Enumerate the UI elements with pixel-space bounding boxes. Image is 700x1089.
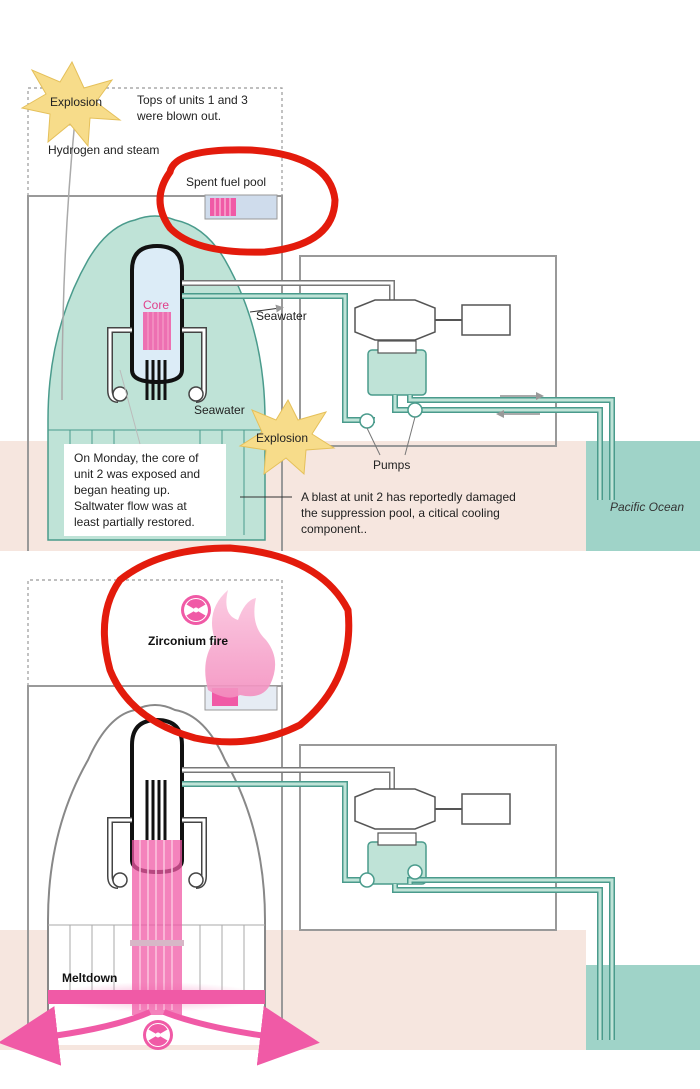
bottom-panel: Zirconium fire Meltdown xyxy=(0,544,700,1066)
annotation-circle-top xyxy=(156,146,339,256)
explosion-star-icon xyxy=(20,60,122,148)
pacific-ocean-label: Pacific Ocean xyxy=(610,500,684,514)
spent-fuel-pool-label: Spent fuel pool xyxy=(186,175,266,189)
core-note-box xyxy=(64,444,226,536)
turbine xyxy=(354,299,436,341)
blast-line-1: A blast at unit 2 has reportedly damaged xyxy=(301,490,516,504)
spent-fuel-rods xyxy=(210,198,236,216)
pump-left xyxy=(359,413,375,429)
top-panel: Core Pumps xyxy=(0,60,700,551)
pacific-ocean-area xyxy=(586,441,700,551)
dashed-roof-outline xyxy=(27,87,283,196)
control-rods-bottom xyxy=(145,780,167,840)
reactor-building-outline-bottom xyxy=(27,685,283,1050)
tops-blown-line1: Tops of units 1 and 3 xyxy=(137,93,248,107)
generator-bottom xyxy=(461,793,511,825)
seawater-label-upper: Seawater xyxy=(256,309,307,323)
pumps-label: Pumps xyxy=(373,458,410,472)
hydrogen-steam-label: Hydrogen and steam xyxy=(48,143,159,157)
explosion-mid-label: Explosion xyxy=(256,431,308,445)
recirc-pump-right xyxy=(188,386,204,402)
reactor-building-outline xyxy=(27,195,283,551)
arrow-icon-right xyxy=(162,1006,320,1066)
note-line-5: least partially restored. xyxy=(74,515,195,529)
condenser xyxy=(367,349,427,396)
annotation-circle-bottom xyxy=(100,544,353,746)
pump-right xyxy=(407,402,423,418)
ocean-area-bottom xyxy=(586,965,700,1050)
note-line-1: On Monday, the core of xyxy=(74,451,199,465)
explosion-top-label: Explosion xyxy=(50,95,102,109)
arrow-icon-left xyxy=(0,1006,152,1066)
meltdown-label: Meltdown xyxy=(62,971,117,985)
note-line-4: Saltwater flow was at xyxy=(74,499,187,513)
zirconium-fire-label: Zirconium fire xyxy=(148,634,228,648)
turbine-building-outline xyxy=(299,255,557,447)
tops-blown-line2: were blown out. xyxy=(136,109,221,123)
blast-line-2: the suppression pool, a citical cooling xyxy=(301,506,500,520)
turbine-building-outline-bottom xyxy=(299,744,557,931)
turbine-bottom xyxy=(354,788,436,830)
explosion-star-icon-mid xyxy=(238,398,336,476)
flame-icon xyxy=(205,590,276,698)
blast-line-3: component.. xyxy=(301,522,367,536)
core-label: Core xyxy=(143,298,169,312)
note-line-2: unit 2 was exposed and xyxy=(74,467,200,481)
seawater-label-lower: Seawater xyxy=(194,403,245,417)
hydrogen-arrow xyxy=(61,114,81,401)
note-line-3: began heating up. xyxy=(74,483,170,497)
control-rods xyxy=(145,360,167,400)
core-fuel xyxy=(143,312,171,350)
generator xyxy=(461,304,511,336)
